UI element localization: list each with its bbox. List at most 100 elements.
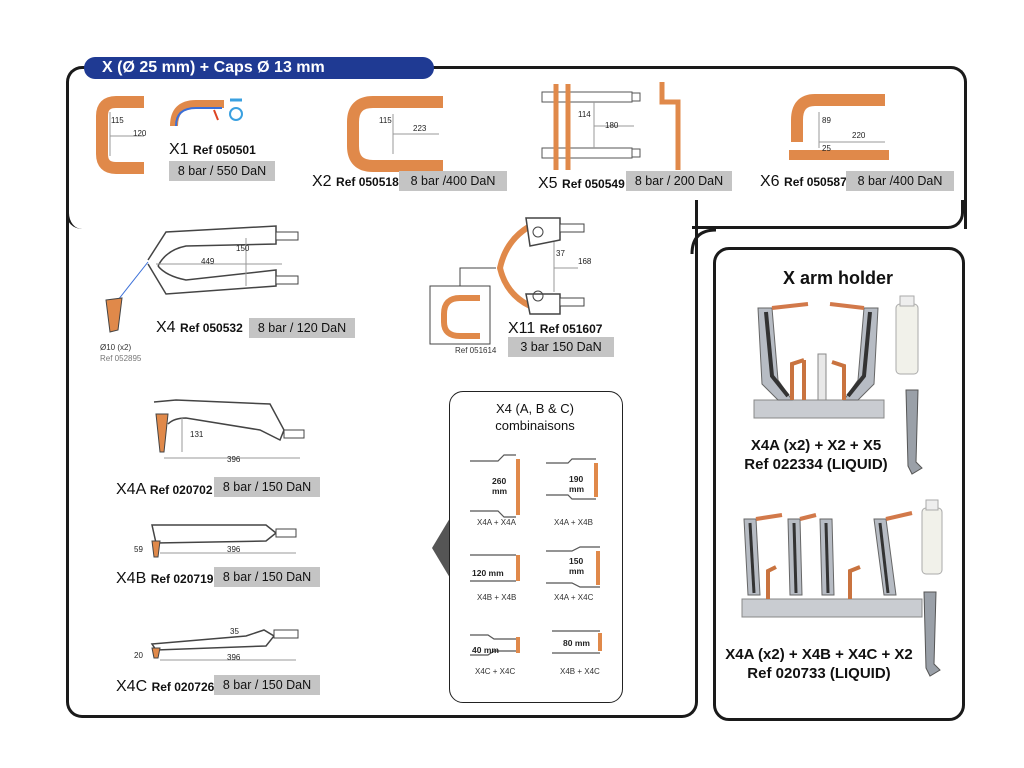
arm-holder-kit2-line2: Ref 020733 (LIQUID) bbox=[747, 665, 891, 682]
x4b-dim-width: 396 bbox=[227, 545, 241, 554]
x4-tip-note: Ø10 (x2) bbox=[100, 343, 132, 352]
x1-spec: 8 bar / 550 DaN bbox=[169, 161, 275, 181]
arm-holder-kit2-image bbox=[741, 511, 923, 618]
x2-dim-height: 115 bbox=[379, 116, 392, 125]
x4c-code: X4C bbox=[116, 678, 148, 695]
x1-dim-width: 120 bbox=[133, 129, 147, 138]
x5-code: X5 bbox=[538, 175, 558, 192]
x2-spec: 8 bar /400 DaN bbox=[399, 171, 507, 191]
x4a-code: X4A bbox=[116, 481, 146, 498]
x11-drawing bbox=[429, 217, 585, 345]
x5-spec: 8 bar / 200 DaN bbox=[626, 171, 732, 191]
combo-label-6: X4B + X4C bbox=[560, 667, 600, 676]
x6-ref: Ref 050587 bbox=[784, 175, 847, 189]
x4c-dim-tip: 20 bbox=[134, 651, 143, 660]
x11-inset-ref: Ref 051614 bbox=[455, 346, 497, 355]
x4c-ref: Ref 020726 bbox=[151, 680, 215, 694]
inner-corner bbox=[690, 228, 717, 255]
x5-ref: Ref 050549 bbox=[562, 177, 625, 191]
x1-dim-height: 115 bbox=[111, 116, 124, 125]
combo-dim-2-unit: mm bbox=[569, 484, 585, 494]
x5-dim-width: 180 bbox=[605, 121, 619, 130]
x4a-label: X4A Ref 020702 bbox=[116, 481, 213, 499]
x5-dim-height: 114 bbox=[578, 110, 591, 119]
combo-dim-3: 120 mm bbox=[472, 568, 504, 578]
x4c-dim-width: 396 bbox=[227, 653, 241, 662]
arm-holder-kit2-wrench bbox=[923, 591, 941, 677]
x6-drawing bbox=[789, 94, 889, 160]
x11-dim-height: 37 bbox=[556, 249, 565, 258]
arm-holder-kit2-caption: X4A (x2) + X4B + X4C + X2 Ref 020733 (LI… bbox=[716, 645, 922, 683]
combo-dim-1-value: 260 bbox=[492, 476, 507, 486]
x4a-dim-height: 131 bbox=[190, 430, 204, 439]
x4-dim-height: 150 bbox=[236, 244, 250, 253]
combo-label-4: X4A + X4C bbox=[554, 593, 594, 602]
x2-drawing bbox=[347, 96, 443, 172]
combo-label-5: X4C + X4C bbox=[475, 667, 516, 676]
x1-ref: Ref 050501 bbox=[193, 143, 256, 157]
page-title: X (Ø 25 mm) + Caps Ø 13 mm bbox=[84, 57, 434, 79]
x4b-code: X4B bbox=[116, 570, 147, 587]
x4a-ref: Ref 020702 bbox=[149, 483, 213, 497]
x4b-dim-height: 59 bbox=[134, 545, 143, 554]
combo-label-1: X4A + X4A bbox=[477, 518, 516, 527]
combo-dim-1-unit: mm bbox=[492, 486, 508, 496]
combo-dim-6: 80 mm bbox=[563, 638, 590, 648]
x4-ref: Ref 050532 bbox=[180, 321, 243, 335]
combinations-title-line1: X4 (A, B & C) bbox=[495, 401, 575, 416]
x1-label: X1 Ref 050501 bbox=[169, 141, 256, 159]
combo-label-2: X4A + X4B bbox=[554, 518, 593, 527]
combo-pointer bbox=[432, 518, 450, 578]
main-frame-left bbox=[66, 200, 698, 718]
x4b-ref: Ref 020719 bbox=[150, 572, 214, 586]
x6-dim-height: 89 bbox=[822, 116, 831, 125]
x4a-dim-width: 396 bbox=[227, 455, 241, 464]
arm-holder-kit2-tube bbox=[921, 499, 943, 575]
combo-dim-2-value: 190 bbox=[569, 474, 584, 484]
arm-holder-kit2-line1: X4A (x2) + X4B + X4C + X2 bbox=[725, 646, 913, 663]
x4-spec: 8 bar / 120 DaN bbox=[249, 318, 355, 338]
arm-holder-kit1-caption: X4A (x2) + X2 + X5 Ref 022334 (LIQUID) bbox=[716, 436, 916, 474]
top-frame-bottom-edge bbox=[692, 200, 964, 229]
x5-label: X5 Ref 050549 bbox=[538, 175, 625, 193]
x11-dim-width: 168 bbox=[578, 257, 592, 266]
x4-code: X4 bbox=[156, 319, 176, 336]
main-frame-top bbox=[66, 66, 967, 229]
x6-label: X6 Ref 050587 bbox=[760, 173, 847, 191]
combo-dim-4-unit: mm bbox=[569, 566, 585, 576]
arm-holder-title: X arm holder bbox=[782, 268, 894, 288]
x4-tip-ref: Ref 052895 bbox=[100, 354, 142, 363]
x2-ref: Ref 050518 bbox=[336, 175, 399, 189]
combo-graphics bbox=[470, 454, 602, 656]
arm-holder-frame bbox=[713, 247, 965, 721]
x4a-drawing bbox=[153, 399, 305, 459]
x1-code: X1 bbox=[169, 141, 189, 158]
arm-holder-kit1-image bbox=[753, 295, 919, 419]
x4b-drawing bbox=[151, 524, 297, 558]
x4b-label: X4B Ref 020719 bbox=[116, 570, 213, 588]
x2-label: X2 Ref 050518 bbox=[312, 173, 399, 191]
x4c-dim-height: 35 bbox=[230, 627, 239, 636]
x1-drawing bbox=[96, 96, 243, 174]
x4c-label: X4C Ref 020726 bbox=[116, 678, 214, 696]
x11-spec: 3 bar 150 DaN bbox=[508, 337, 614, 357]
x4b-spec: 8 bar / 150 DaN bbox=[214, 567, 320, 587]
x11-ref: Ref 051607 bbox=[539, 322, 603, 336]
x6-dim-base: 25 bbox=[822, 144, 831, 153]
combo-dim-4-value: 150 bbox=[569, 556, 584, 566]
x4-drawing bbox=[105, 225, 299, 333]
combo-dim-5: 40 mm bbox=[472, 645, 499, 655]
x4a-spec: 8 bar / 150 DaN bbox=[214, 477, 320, 497]
x6-code: X6 bbox=[760, 173, 780, 190]
arm-holder-kit1-line2: Ref 022334 (LIQUID) bbox=[744, 456, 888, 473]
x4c-spec: 8 bar / 150 DaN bbox=[214, 675, 320, 695]
x11-label: X11 Ref 051607 bbox=[508, 320, 602, 338]
x4-label: X4 Ref 050532 bbox=[156, 319, 243, 337]
x2-code: X2 bbox=[312, 173, 332, 190]
x11-code: X11 bbox=[508, 320, 536, 337]
arm-holder-kit1-line1: X4A (x2) + X2 + X5 bbox=[750, 437, 882, 454]
combo-label-3: X4B + X4B bbox=[477, 593, 517, 602]
arm-holder-kit1-wrench bbox=[905, 389, 923, 475]
